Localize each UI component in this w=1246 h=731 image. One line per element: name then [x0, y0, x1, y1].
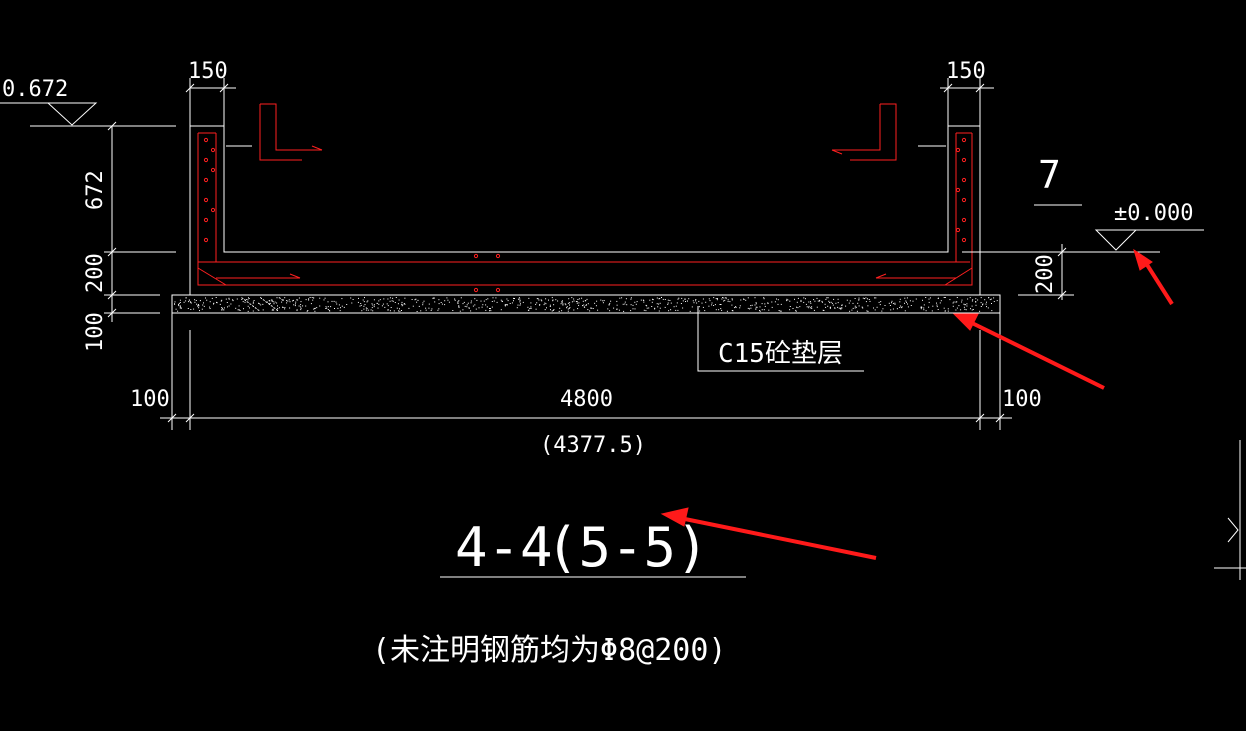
- elevation-marker-top: 0.672: [0, 77, 176, 127]
- dim-wall-left-text: 150: [188, 59, 228, 84]
- elevation-ground-text: ±0.000: [1114, 201, 1193, 226]
- note-text: (未注明钢筋均为Φ8@200): [372, 633, 727, 668]
- dim-overhang-right-text: 100: [1002, 387, 1042, 412]
- cushion-label-text: C15砼垫层: [718, 339, 843, 369]
- dimension-vertical-left: 672 200 100: [83, 121, 176, 352]
- dim-span-text: 4800: [560, 387, 613, 412]
- cushion-label: C15砼垫层: [697, 306, 864, 372]
- dimension-wall-right: 150: [940, 59, 994, 126]
- partial-drawing-right-edge: [1214, 440, 1246, 580]
- dim-overhang-left-text: 100: [130, 387, 170, 412]
- dim-height-text: 672: [83, 170, 108, 210]
- dim-slab-right-text: 200: [1033, 254, 1058, 294]
- dim-span-alt-text: (4377.5): [540, 433, 646, 458]
- dim-cushion-text: 100: [83, 312, 108, 352]
- section-outline: [189, 125, 981, 296]
- annotation-arrows: [660, 248, 1174, 560]
- elevation-top-text: 0.672: [2, 77, 68, 102]
- dim-slab-left-text: 200: [83, 253, 108, 293]
- dim-wall-right-text: 150: [946, 59, 986, 84]
- dimension-wall-left: 150: [185, 59, 236, 126]
- dimension-vertical-right: 200: [1018, 244, 1074, 300]
- section-title-alt-text: (5-5): [546, 516, 709, 579]
- label-seven-text: 7: [1038, 153, 1061, 197]
- rebar: [197, 103, 973, 293]
- dimension-horizontal-bottom: 100 4800 100 (4377.5): [130, 313, 1042, 458]
- elevation-marker-ground: ±0.000 7: [962, 153, 1204, 253]
- section-title: 4-4 (5-5) (未注明钢筋均为Φ8@200): [372, 516, 746, 668]
- section-title-text: 4-4: [455, 516, 553, 579]
- concrete-cushion-layer: [171, 294, 1001, 314]
